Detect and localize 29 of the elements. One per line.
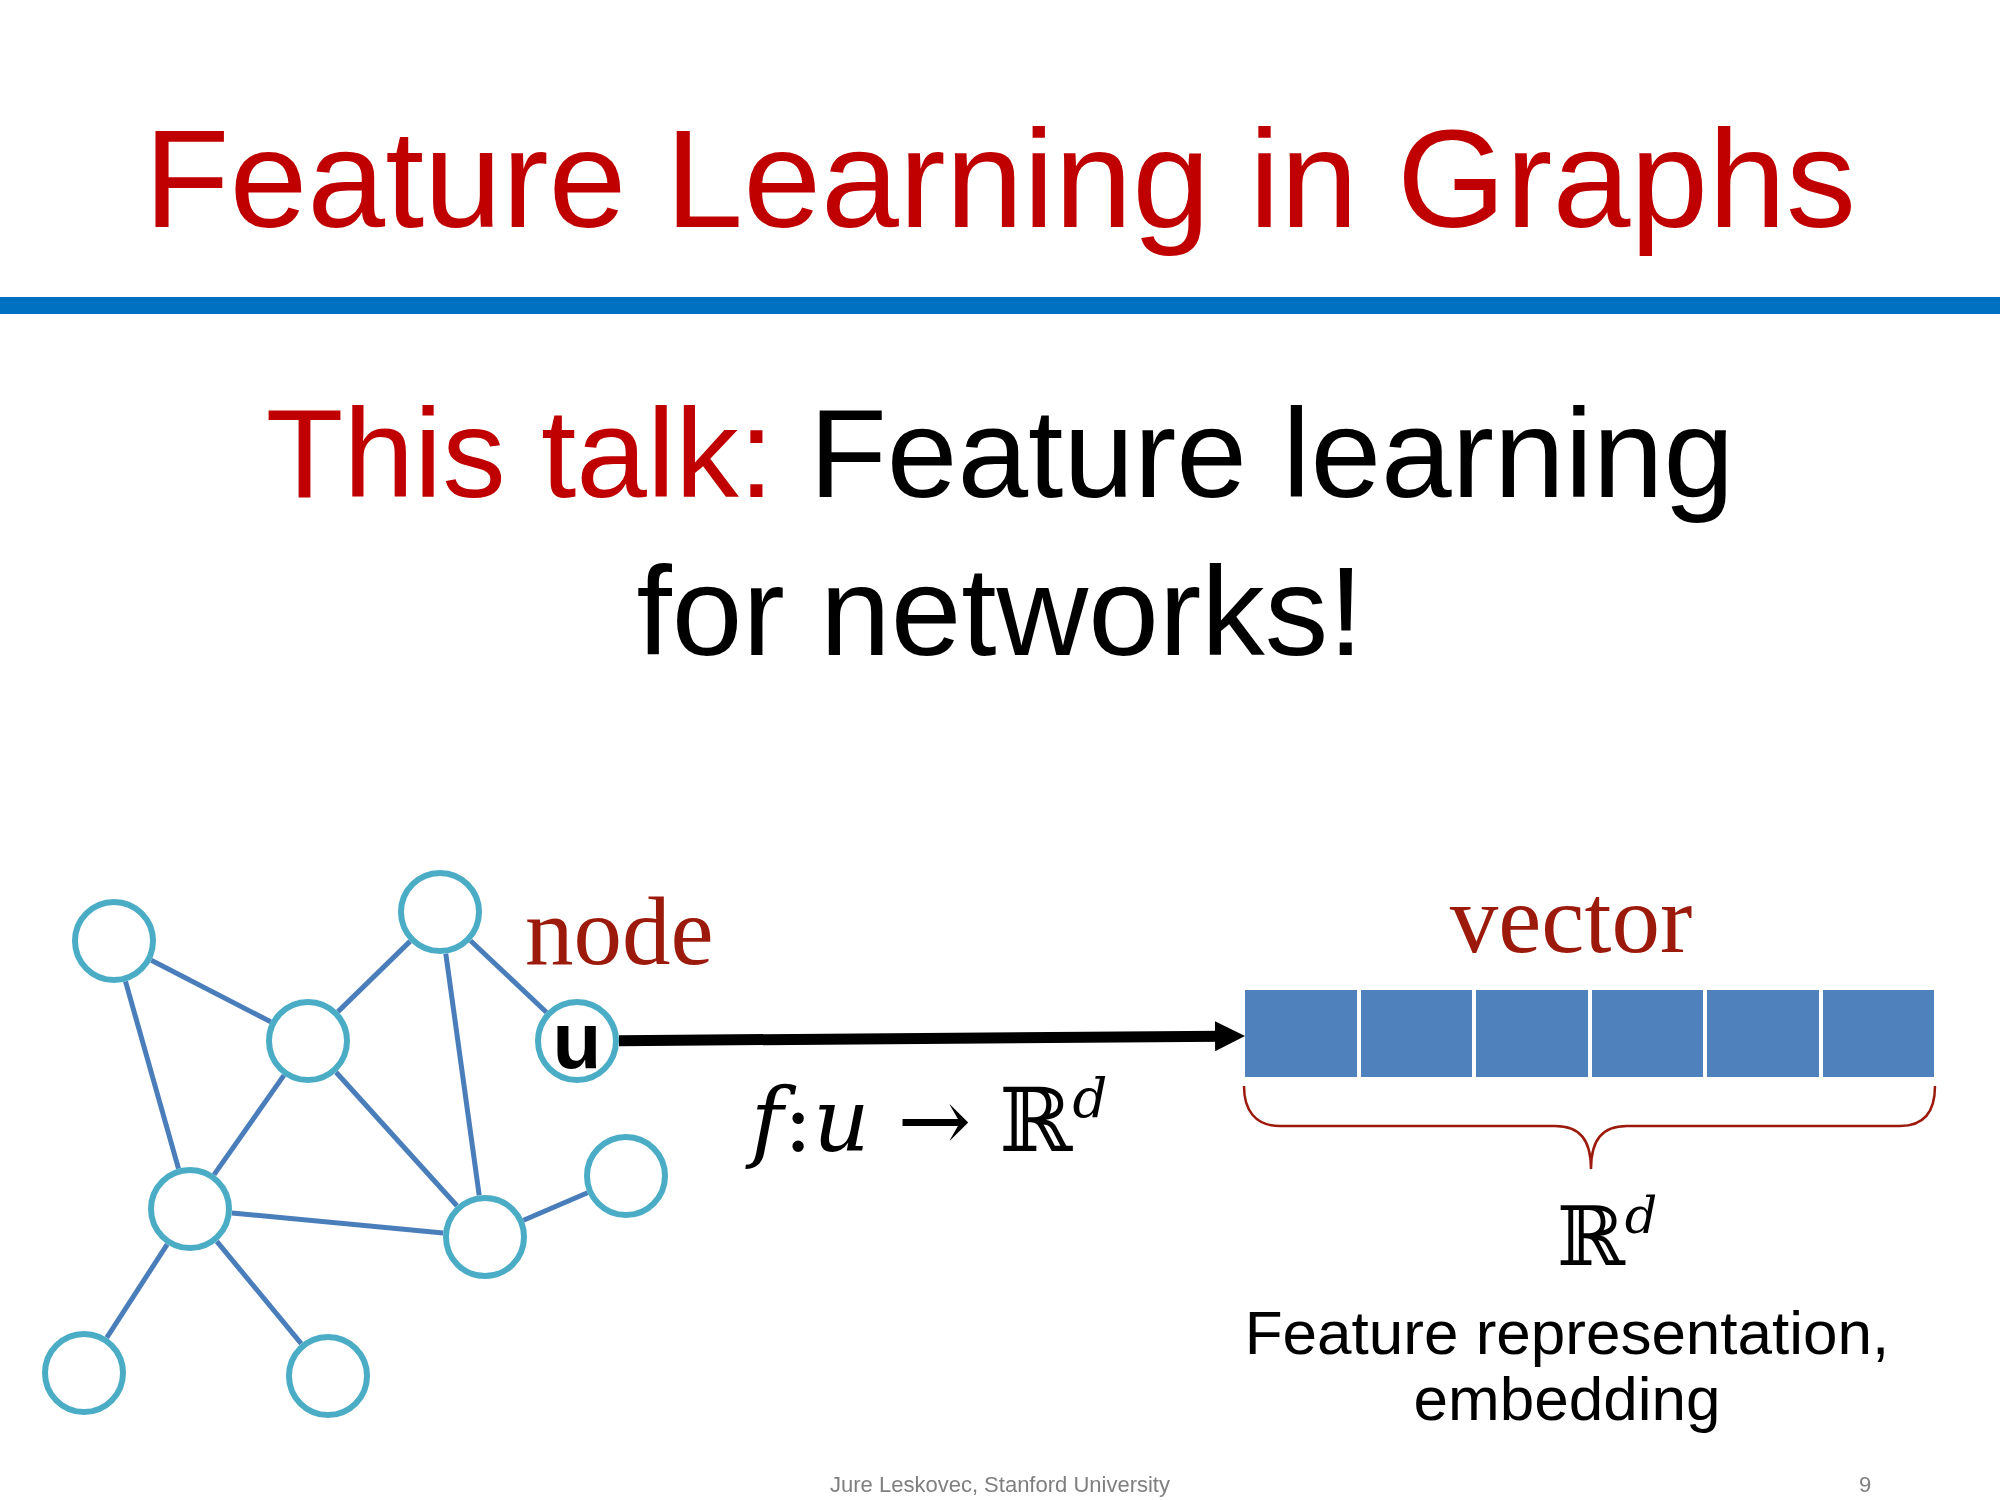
edge-line (334, 1070, 459, 1208)
graph-node (584, 1134, 668, 1218)
arrow (618, 1021, 1245, 1052)
graph-node (266, 999, 350, 1083)
graph-node (398, 870, 482, 954)
edge-line (231, 1210, 444, 1236)
description-text: Feature representation, embedding (1243, 1300, 1891, 1432)
graph-node (72, 899, 156, 983)
footer-text: Jure Leskovec, Stanford University (830, 1472, 1170, 1498)
graph-node (286, 1334, 370, 1418)
graph-node (148, 1167, 232, 1251)
edge-line (104, 1242, 170, 1340)
edge-line (443, 953, 482, 1196)
subtitle: This talk: Feature learning for networks! (264, 381, 1736, 684)
edge-line (150, 957, 272, 1025)
graph-node: u (535, 999, 619, 1083)
edge-line (522, 1190, 589, 1223)
slide-title: Feature Learning in Graphs (143, 104, 1857, 254)
edge-line (123, 980, 181, 1170)
edge-line (336, 939, 412, 1014)
edge-line (214, 1239, 304, 1346)
node-caption: node (525, 883, 714, 980)
graph-node (443, 1195, 527, 1279)
math-label: ℝ$^{d}$ (1556, 1185, 1658, 1285)
graph-node (42, 1331, 126, 1415)
edge-line (212, 1073, 286, 1177)
edge-line (468, 938, 549, 1015)
vector-heading: vector (1449, 871, 1693, 968)
page-number: 9 (1858, 1472, 1872, 1498)
